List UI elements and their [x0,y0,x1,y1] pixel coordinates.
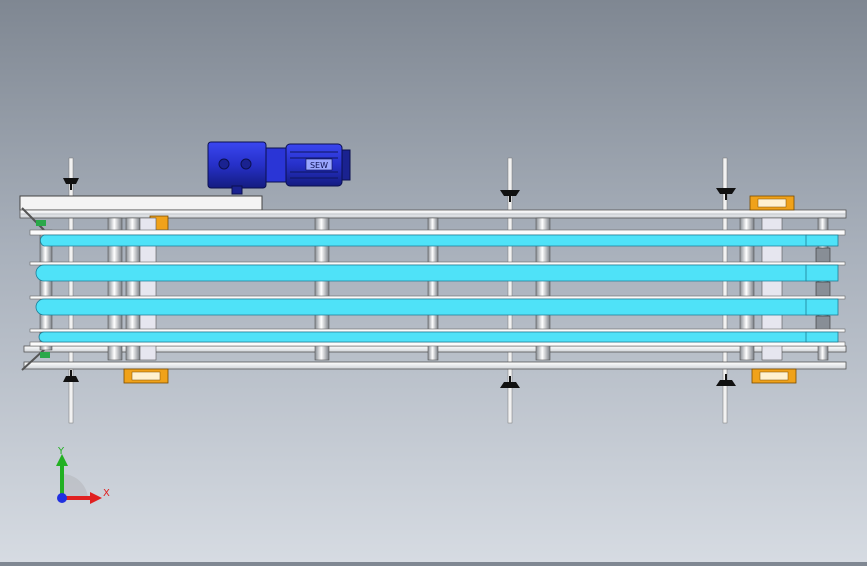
bearing-blocks [123,195,797,384]
fan-cover [341,149,351,181]
motor-nameplate-text: SEW [310,161,328,170]
motor-nameplate [305,158,333,171]
top-side-plate [19,195,847,231]
z-axis-dot [57,493,67,503]
orientation-triad[interactable]: Y X [56,446,110,504]
leveling-feet [63,178,736,388]
belt-4 [38,331,811,343]
end-tensioners [815,247,831,331]
x-axis-label: X [103,488,110,499]
belt-1 [40,234,811,247]
output-shaft [231,185,243,195]
belt-3 [35,298,811,316]
left-end-markers [36,220,50,358]
belt-guides [29,229,846,347]
conveyor-belts [35,234,839,343]
coupling-flange [265,147,287,183]
support-legs [68,157,728,424]
belt-2 [35,264,811,282]
gear-motor[interactable]: SEW [207,141,351,195]
y-axis-label: Y [57,446,65,457]
gearbox [207,141,267,189]
